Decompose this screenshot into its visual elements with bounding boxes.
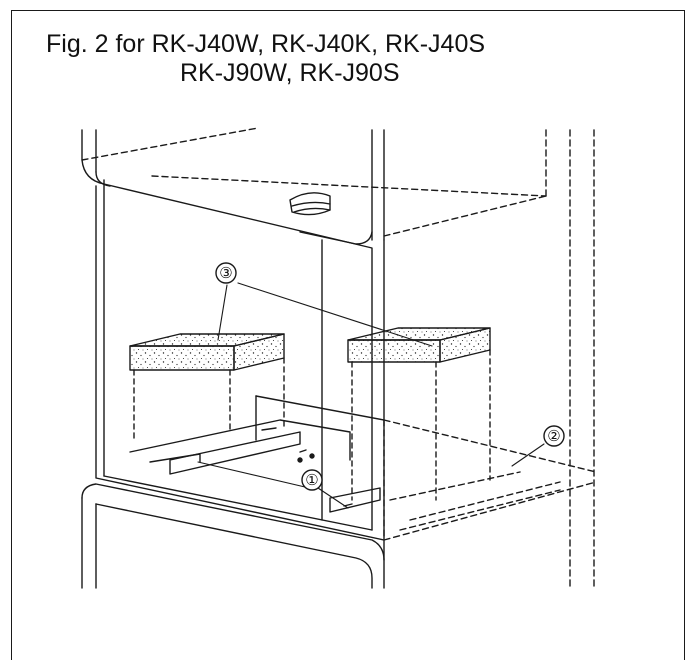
- callout-1-label: ①: [305, 472, 318, 489]
- leader-lines: [197, 282, 545, 509]
- callout-3-label: ③: [219, 265, 232, 282]
- figure-frame: [11, 10, 685, 660]
- base-tray: [129, 395, 385, 513]
- callout-2-label: ②: [547, 428, 560, 445]
- spacer-bar-right: [347, 327, 491, 501]
- cabinet-dashed-outline: [81, 127, 597, 589]
- callout-1: ①: [301, 469, 323, 491]
- door-handle: [289, 192, 331, 216]
- upper-appliance-body: [81, 129, 385, 245]
- figure-title: Fig. 2 for RK-J40W, RK-J40K, RK-J40S RK-…: [46, 30, 485, 88]
- lower-appliance-body: [81, 483, 385, 589]
- callout-2: ②: [543, 425, 565, 447]
- middle-appliance-body: [95, 183, 385, 589]
- callout-3: ③: [215, 262, 237, 284]
- spacer-bar-left: [129, 333, 285, 441]
- figure-title-line-1: Fig. 2 for RK-J40W, RK-J40K, RK-J40S: [46, 30, 486, 58]
- figure-title-line-2: RK-J90W, RK-J90S: [180, 59, 400, 87]
